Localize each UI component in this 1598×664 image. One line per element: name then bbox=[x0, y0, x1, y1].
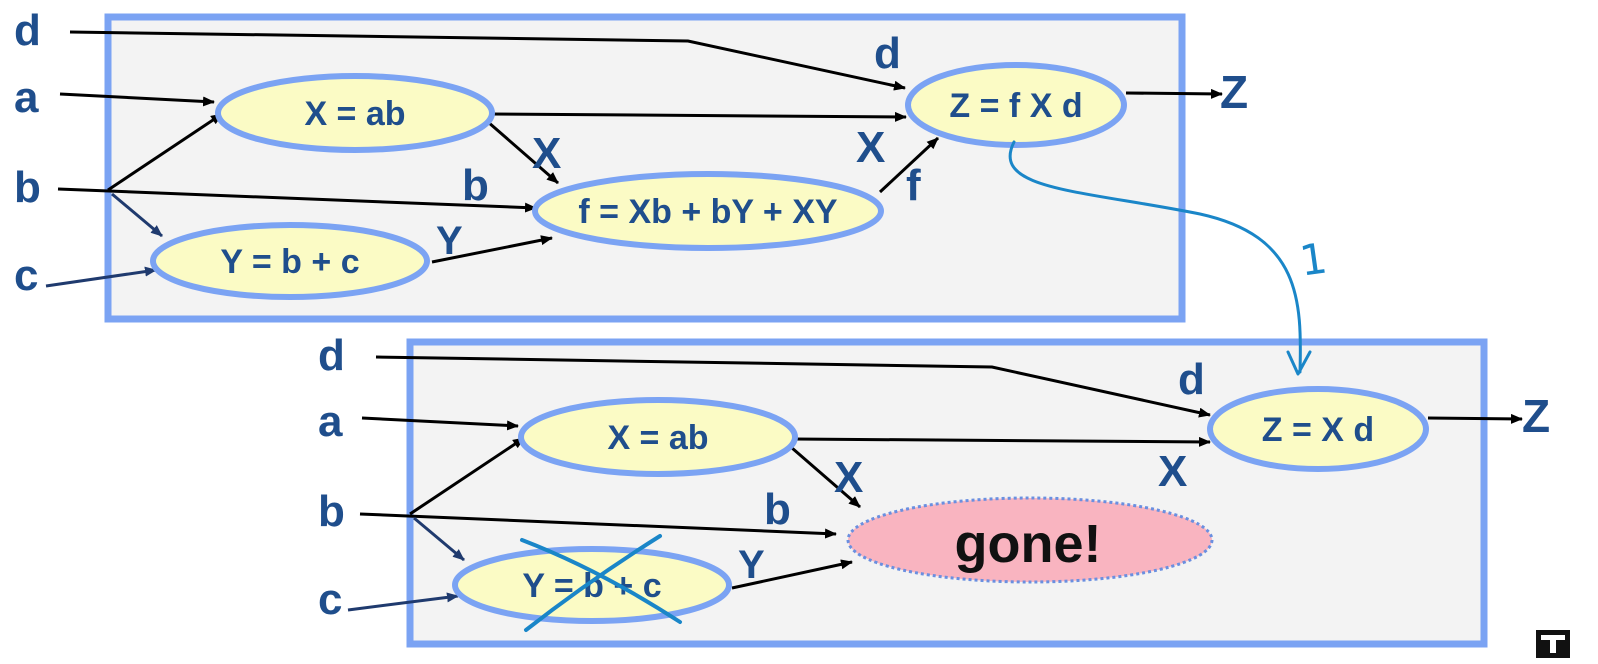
top-node-x-label: X = ab bbox=[304, 95, 405, 133]
bottom-edge-label-d: d bbox=[1178, 355, 1205, 404]
annotation-label: 1 bbox=[1297, 233, 1330, 285]
top-edge-label-x2: X bbox=[856, 123, 885, 172]
bottom-node-z: Z = X d bbox=[1207, 386, 1429, 472]
edge-f-to-z bbox=[878, 136, 940, 194]
top-edge-label-d: d bbox=[874, 29, 901, 78]
bottom-node-z-label: Z = X d bbox=[1262, 411, 1374, 449]
bottom-input-a: a bbox=[318, 397, 343, 446]
bottom-input-b: b bbox=[318, 487, 345, 536]
top-panel: X = ab Y = b + c f = Xb + bY + XY Z = f … bbox=[14, 6, 1248, 323]
edge-x-to-z bbox=[793, 436, 1211, 447]
edge-c-to-y bbox=[347, 592, 459, 612]
edge-a-to-x bbox=[361, 416, 519, 431]
bottom-edge-label-b: b bbox=[764, 485, 791, 534]
cross-out-mark bbox=[520, 534, 682, 632]
edge-b-to-x bbox=[409, 436, 525, 516]
edge-c-to-y bbox=[45, 266, 157, 288]
edge-d-to-z bbox=[69, 30, 906, 91]
top-input-a: a bbox=[14, 73, 39, 122]
top-edge-label-b: b bbox=[462, 161, 489, 210]
edge-z-to-output bbox=[1427, 413, 1523, 424]
top-input-c: c bbox=[14, 251, 38, 300]
bottom-node-x: X = ab bbox=[518, 397, 798, 477]
top-node-y-label: Y = b + c bbox=[220, 243, 359, 281]
edge-y-to-gone bbox=[731, 559, 853, 590]
top-input-d: d bbox=[14, 6, 41, 55]
edge-d-to-z bbox=[375, 355, 1211, 418]
bottom-node-y: Y = b + c bbox=[452, 546, 732, 624]
top-edge-label-f: f bbox=[906, 161, 921, 210]
edge-a-to-x bbox=[59, 92, 215, 107]
top-node-z-label: Z = f X d bbox=[949, 87, 1082, 125]
edge-b-to-y bbox=[413, 516, 465, 562]
top-node-z: Z = f X d bbox=[905, 62, 1127, 148]
bottom-node-gone: gone! bbox=[846, 496, 1214, 584]
edge-z-to-output bbox=[1125, 88, 1223, 99]
bottom-input-c: c bbox=[318, 575, 342, 624]
bottom-output-z: Z bbox=[1522, 390, 1550, 442]
corner-logo-icon bbox=[1536, 630, 1570, 658]
top-output-z: Z bbox=[1220, 66, 1248, 118]
top-node-f: f = Xb + bY + XY bbox=[532, 171, 884, 251]
edge-b-to-f bbox=[57, 187, 537, 213]
bottom-edge-label-y: Y bbox=[738, 543, 765, 587]
top-input-b: b bbox=[14, 163, 41, 212]
edge-y-to-f bbox=[431, 235, 553, 264]
bottom-edges bbox=[347, 355, 1523, 612]
top-edge-label-x1: X bbox=[532, 129, 561, 178]
edge-b-to-x bbox=[107, 112, 223, 192]
bottom-edge-label-x2: X bbox=[1158, 447, 1187, 496]
bottom-input-d: d bbox=[318, 331, 345, 380]
edge-x-to-f bbox=[487, 120, 559, 185]
top-node-x: X = ab bbox=[215, 73, 495, 153]
edge-b-to-y bbox=[111, 192, 163, 238]
edge-x-to-gone bbox=[791, 446, 861, 509]
top-node-f-label: f = Xb + bY + XY bbox=[578, 193, 838, 231]
top-edge-label-y: Y bbox=[436, 219, 463, 263]
bottom-edge-label-x1: X bbox=[834, 453, 863, 502]
top-edges bbox=[45, 30, 1223, 288]
annotation-arrow: 1 bbox=[1008, 140, 1330, 376]
bottom-node-x-label: X = ab bbox=[607, 419, 708, 457]
edge-b-to-gone bbox=[359, 512, 837, 539]
bottom-panel: X = ab Y = b + c gone! Z = X d d a b c d… bbox=[318, 331, 1550, 648]
top-node-y: Y = b + c bbox=[150, 222, 430, 300]
bottom-node-gone-label: gone! bbox=[955, 514, 1102, 574]
edge-x-to-z bbox=[489, 111, 907, 122]
